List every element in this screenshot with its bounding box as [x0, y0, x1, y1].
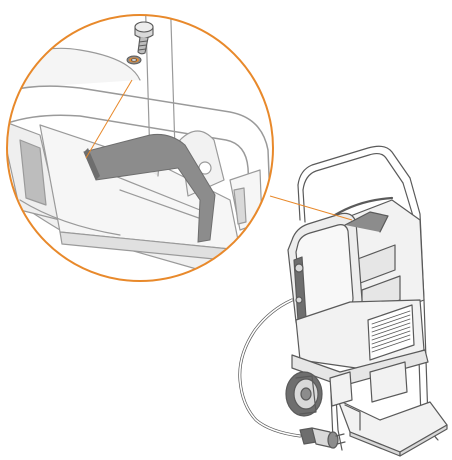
- wheel-icon: [285, 371, 323, 417]
- power-unit-body: [287, 196, 429, 407]
- detail-zoom-view: [6, 14, 274, 282]
- washer-icon: [126, 55, 142, 65]
- screw-guide-line: [85, 79, 133, 159]
- plug-icon: [299, 427, 346, 449]
- vent-grille-icon: [371, 310, 411, 353]
- cart-assembly: [238, 145, 448, 457]
- power-cable: [238, 298, 302, 438]
- detail-zoom-border: [6, 14, 274, 282]
- screw-icon: [134, 21, 154, 55]
- handle-bracket-strap: [83, 134, 216, 243]
- callout-leader-line: [269, 195, 353, 221]
